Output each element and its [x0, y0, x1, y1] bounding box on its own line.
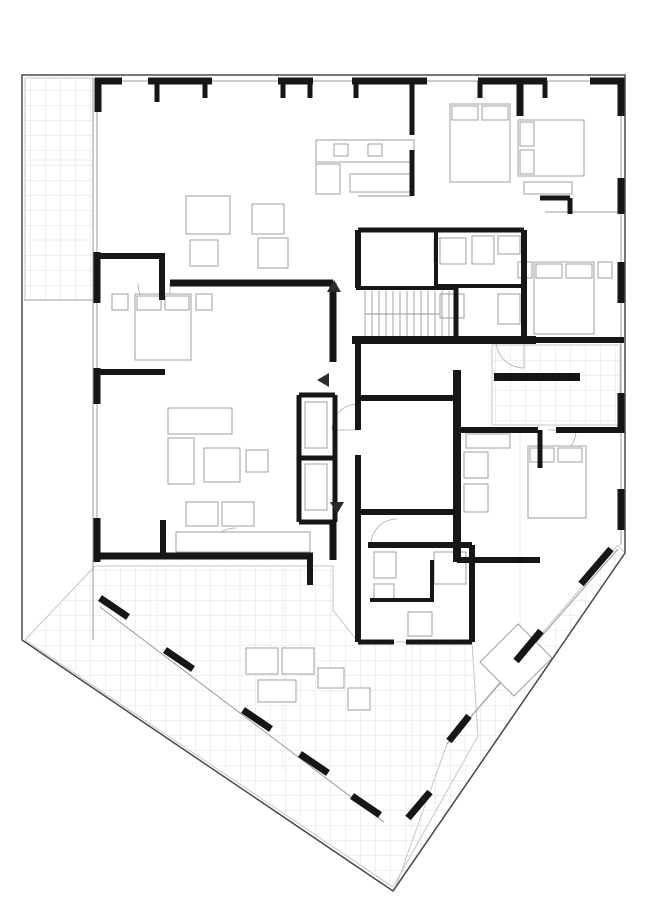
wall-segment — [405, 789, 433, 821]
furniture-item — [497, 235, 521, 255]
furniture-item — [349, 173, 415, 193]
furniture-item — [367, 143, 383, 157]
furniture-item — [317, 667, 345, 689]
furniture-item — [315, 139, 415, 163]
furniture-item — [535, 263, 563, 279]
furniture-item — [203, 447, 241, 483]
furniture-item — [257, 679, 297, 703]
furniture-item — [471, 235, 495, 265]
furniture-item — [519, 121, 535, 147]
furniture-item — [315, 163, 341, 195]
furniture-item — [195, 293, 213, 311]
wall-segment — [98, 595, 130, 620]
furniture-item — [597, 261, 613, 279]
furniture-item — [185, 501, 219, 527]
wall-segment — [513, 628, 544, 664]
furniture-item — [373, 551, 397, 579]
furniture-item — [407, 611, 433, 637]
furniture-item — [175, 531, 311, 553]
furniture-item — [167, 437, 195, 485]
furniture-item — [373, 583, 395, 601]
faint-grid-layer — [24, 159, 521, 830]
terrace-area — [491, 344, 621, 426]
furniture-item — [304, 401, 328, 449]
furniture-item — [304, 463, 328, 511]
wall-segment — [298, 751, 330, 776]
furniture-item — [189, 239, 219, 267]
furniture-item — [333, 143, 349, 157]
furniture-item — [281, 647, 315, 675]
section-arrow-layer — [317, 280, 344, 514]
building-outline — [21, 74, 626, 893]
furniture-item — [136, 295, 162, 311]
furniture-item — [257, 237, 289, 269]
furniture-item — [523, 181, 573, 195]
wall-segment — [241, 707, 273, 732]
furniture-item — [463, 451, 489, 479]
furniture-item — [167, 407, 233, 435]
furniture-item — [347, 687, 371, 711]
furniture-item — [451, 105, 479, 121]
furniture-item — [433, 551, 467, 585]
furniture-item — [245, 647, 279, 675]
furniture-item — [111, 293, 129, 311]
furniture-item — [439, 237, 467, 265]
section-arrow-icon — [327, 280, 341, 292]
furniture-item — [164, 295, 190, 311]
section-arrow-icon — [330, 502, 344, 514]
furniture-item — [245, 449, 269, 473]
furniture-item — [463, 483, 489, 513]
furniture-item — [185, 195, 231, 235]
wall-segment — [350, 793, 382, 818]
wall-segment — [578, 546, 614, 587]
furniture-item — [439, 293, 465, 319]
furniture-item — [465, 433, 511, 449]
furniture-item — [565, 263, 593, 279]
wall-segment — [446, 713, 472, 744]
door-swing — [331, 403, 359, 431]
furniture-item — [519, 149, 535, 175]
stairs-layer — [364, 291, 450, 337]
furniture-layer — [111, 103, 613, 711]
furniture-item — [497, 293, 521, 325]
door-swing — [495, 339, 525, 369]
furniture-item — [557, 447, 583, 463]
wall-segment — [163, 647, 195, 672]
terrace-area — [24, 77, 94, 301]
wall-layer — [93, 77, 625, 821]
section-arrow-icon — [317, 373, 329, 387]
furniture-item — [221, 501, 255, 527]
furniture-item — [481, 105, 509, 121]
furniture-item — [251, 203, 285, 235]
